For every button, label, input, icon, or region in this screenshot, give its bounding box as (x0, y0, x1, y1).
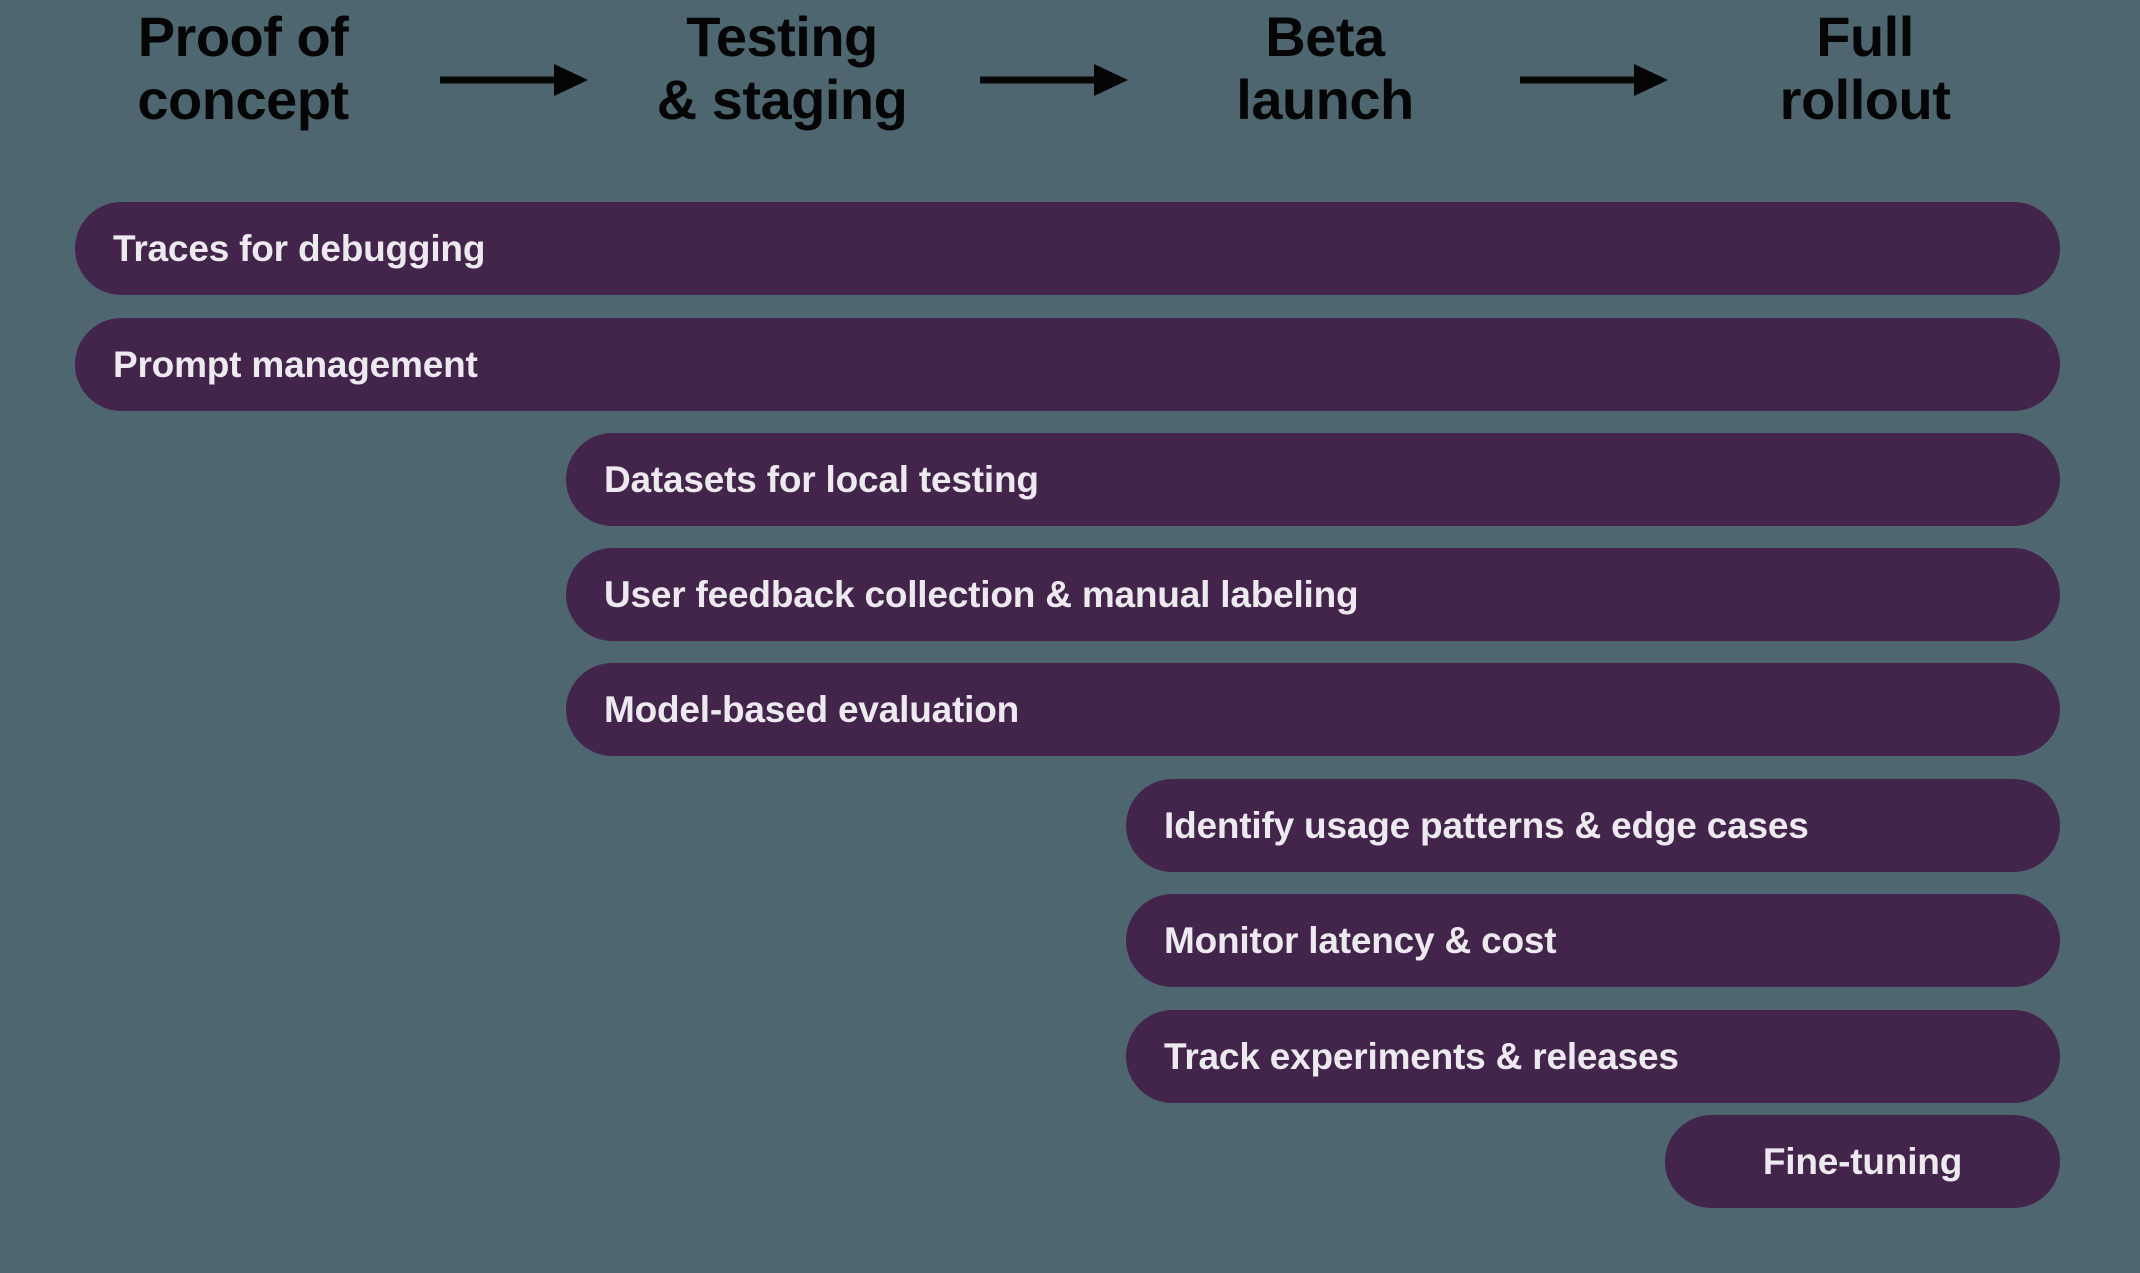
arrow-beta-to-rollout-icon (1518, 62, 1668, 98)
arrow-testing-to-beta-icon (978, 62, 1128, 98)
capability-bar[interactable]: Prompt management (75, 318, 2060, 411)
capability-bar[interactable]: Monitor latency & cost (1126, 894, 2060, 987)
capability-bar-label: Identify usage patterns & edge cases (1164, 805, 1809, 846)
capability-bar-label: User feedback collection & manual labeli… (604, 574, 1359, 615)
capability-bar[interactable]: Fine-tuning (1665, 1115, 2060, 1208)
arrow-poc-to-testing-icon (438, 62, 588, 98)
capability-bar[interactable]: Traces for debugging (75, 202, 2060, 295)
capability-bar[interactable]: Datasets for local testing (566, 433, 2060, 526)
stage-header-4: Full rollout (1779, 5, 1951, 131)
capability-bar[interactable]: Identify usage patterns & edge cases (1126, 779, 2060, 872)
capability-bar-label: Fine-tuning (1762, 1141, 1963, 1182)
stage-header-2: Testing & staging (656, 5, 908, 131)
capability-bar-label: Traces for debugging (113, 228, 486, 269)
capability-bar-label: Monitor latency & cost (1164, 920, 1557, 961)
capability-bar-label: Datasets for local testing (604, 459, 1039, 500)
capability-bar-label: Track experiments & releases (1164, 1036, 1679, 1077)
stage-header-1: Proof of concept (137, 5, 349, 131)
capability-bar[interactable]: User feedback collection & manual labeli… (566, 548, 2060, 641)
capability-bar-label: Prompt management (113, 344, 478, 385)
capability-bar[interactable]: Model-based evaluation (566, 663, 2060, 756)
capability-bar[interactable]: Track experiments & releases (1126, 1010, 2060, 1103)
stage-header-3: Beta launch (1236, 5, 1414, 131)
capability-bar-label: Model-based evaluation (604, 689, 1020, 730)
